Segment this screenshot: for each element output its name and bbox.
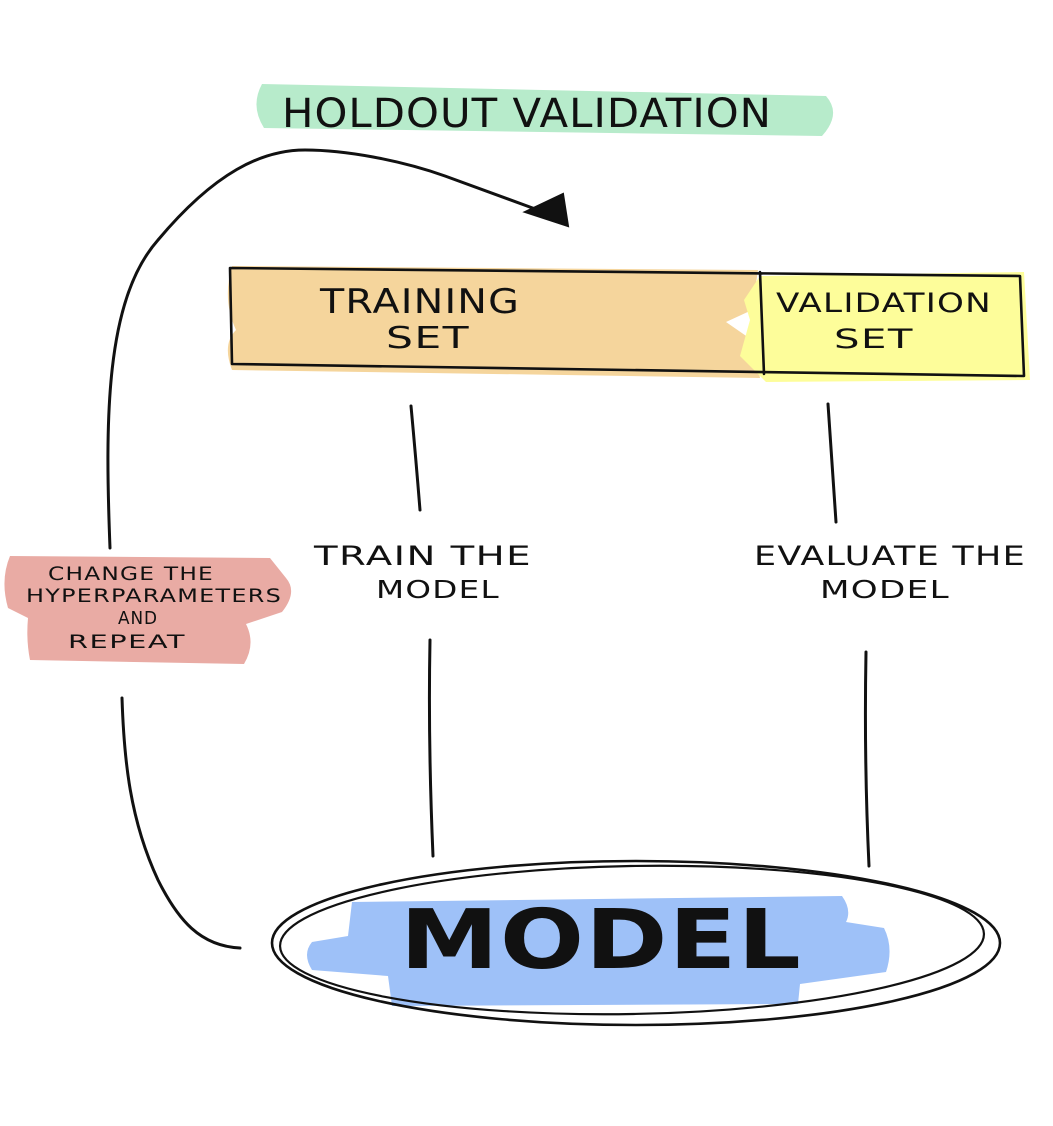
train-connector-bottom bbox=[427, 638, 435, 858]
training-set-label-line2: SET bbox=[386, 321, 470, 356]
loop-arrow bbox=[106, 148, 570, 950]
evaluate-branch: EVALUATE THE MODEL bbox=[754, 402, 1026, 868]
validation-set-label-line1: VALIDATION bbox=[776, 288, 992, 319]
train-connector-top bbox=[409, 404, 422, 512]
training-set-label-line1: TRAINING bbox=[319, 282, 520, 322]
loop-note-line2: HYPERPARAMETERS bbox=[26, 585, 282, 607]
title-group: HOLDOUT VALIDATION bbox=[256, 84, 834, 137]
train-branch: TRAIN THE MODEL bbox=[313, 404, 532, 858]
loop-note-line3: AND bbox=[118, 608, 158, 629]
split-divider bbox=[758, 270, 766, 376]
dataset-split-bar: TRAINING SET VALIDATION SET bbox=[227, 266, 1030, 382]
loop-note: CHANGE THE HYPERPARAMETERS AND REPEAT bbox=[4, 556, 292, 664]
arrowhead-icon bbox=[522, 192, 570, 228]
split-bar-outline bbox=[228, 266, 1026, 378]
model-highlight bbox=[307, 896, 890, 1006]
loop-note-line1: CHANGE THE bbox=[48, 563, 214, 585]
validation-set-label-line2: SET bbox=[834, 324, 914, 355]
title-highlight bbox=[256, 84, 834, 136]
loop-arrow-lower bbox=[120, 696, 242, 950]
evaluate-step-line2: MODEL bbox=[820, 575, 950, 604]
loop-note-highlight bbox=[4, 556, 292, 664]
train-step-line1: TRAIN THE bbox=[313, 541, 532, 572]
model-label: MODEL bbox=[400, 893, 802, 988]
training-set-fill bbox=[227, 266, 761, 378]
diagram-title: HOLDOUT VALIDATION bbox=[282, 91, 772, 137]
model-node: MODEL bbox=[270, 859, 1002, 1027]
model-ellipse-outer bbox=[270, 859, 1002, 1027]
evaluate-connector-bottom bbox=[863, 650, 871, 868]
validation-set-fill bbox=[740, 272, 1030, 382]
evaluate-connector-top bbox=[826, 402, 838, 524]
train-step-line2: MODEL bbox=[376, 575, 500, 604]
evaluate-step-line1: EVALUATE THE bbox=[754, 541, 1026, 572]
model-ellipse-inner bbox=[278, 864, 986, 1016]
loop-note-line4: REPEAT bbox=[68, 631, 186, 653]
loop-arrow-upper bbox=[106, 148, 540, 550]
